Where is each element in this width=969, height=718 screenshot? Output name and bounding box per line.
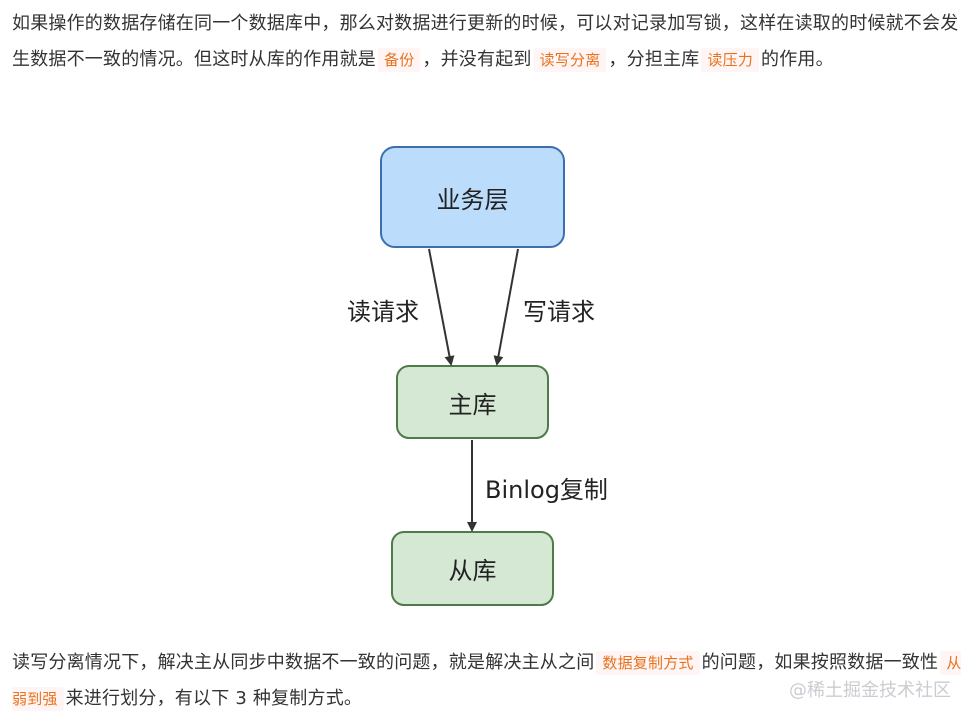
master-db-box: [396, 365, 549, 439]
intro-text-c: ，分担主库: [608, 49, 700, 70]
replication-label: Binlog复制: [485, 476, 608, 504]
intro-text-d: 的作用。: [761, 49, 834, 70]
inline-code-read-pressure: 读压力: [701, 48, 760, 72]
inline-code-replication-method: 数据复制方式: [596, 651, 700, 675]
intro-text-b: ，并没有起到: [422, 49, 532, 70]
read-request-label: 读请求: [347, 298, 419, 326]
inline-code-backup: 备份: [378, 48, 421, 72]
repl-text-a: 读写分离情况下，解决主从同步中数据不一致的问题，就是解决主从之间: [12, 652, 595, 673]
business-layer-box: [380, 146, 565, 248]
repl-text-b: 的问题，如果按照数据一致性: [701, 652, 939, 673]
slave-db-box: [391, 531, 554, 606]
master-db-label: 主库: [448, 390, 497, 419]
business-layer-label: 业务层: [436, 185, 509, 214]
read-request-arrow: [428, 248, 455, 366]
write-request-label: 写请求: [523, 298, 595, 326]
intro-paragraph: 如果操作的数据存储在同一个数据库中，那么对数据进行更新的时候，可以对记录加写锁，…: [12, 6, 962, 78]
replication-paragraph: 读写分离情况下，解决主从同步中数据不一致的问题，就是解决主从之间数据复制方式的问…: [12, 645, 962, 717]
repl-text-c: 来进行划分，有以下 3 种复制方式。: [65, 688, 363, 709]
watermark: @稀土掘金技术社区: [789, 680, 951, 701]
inline-code-rw-split: 读写分离: [533, 48, 607, 72]
slave-db-label: 从库: [448, 557, 497, 585]
write-request-arrow: [493, 248, 519, 366]
intro-text-a: 如果操作的数据存储在同一个数据库中，那么对数据进行更新的时候，可以对记录加写锁，…: [12, 13, 959, 70]
